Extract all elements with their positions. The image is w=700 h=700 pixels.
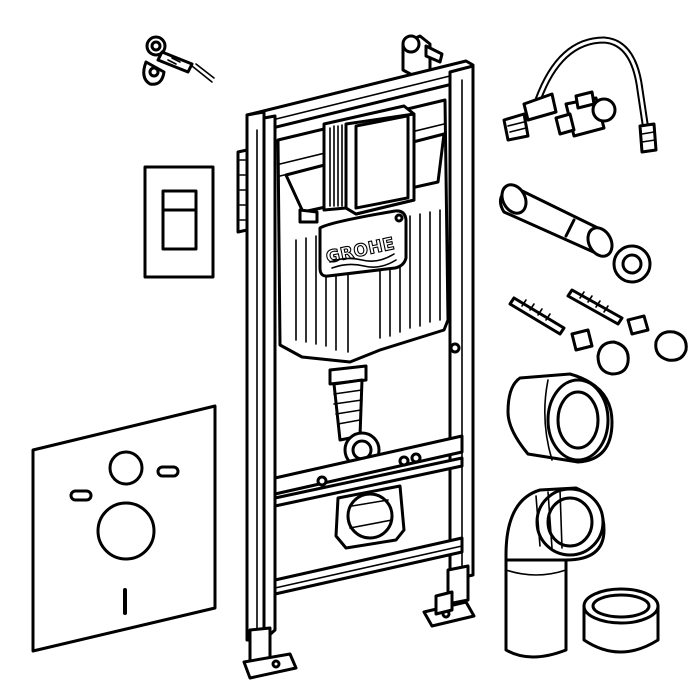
water-supply-hose: [502, 36, 658, 154]
flush-plate: [143, 165, 215, 279]
frame-drain-outlet: [328, 364, 381, 469]
fixing-bolts-set: [508, 288, 688, 376]
frame-crossbars: [273, 434, 464, 596]
frame-feet: [242, 564, 476, 680]
flush-connecting-pipe: [498, 183, 652, 284]
pipe-end-cap: [582, 587, 660, 654]
waste-pipe-bend: [504, 486, 606, 659]
sound-insulation-pad: [31, 404, 217, 653]
wall-anchor-bolts: [142, 35, 215, 86]
cistern-tank: GROHE: [276, 98, 450, 364]
installation-frame: [236, 34, 475, 642]
pan-connector-sleeve: [506, 372, 614, 464]
